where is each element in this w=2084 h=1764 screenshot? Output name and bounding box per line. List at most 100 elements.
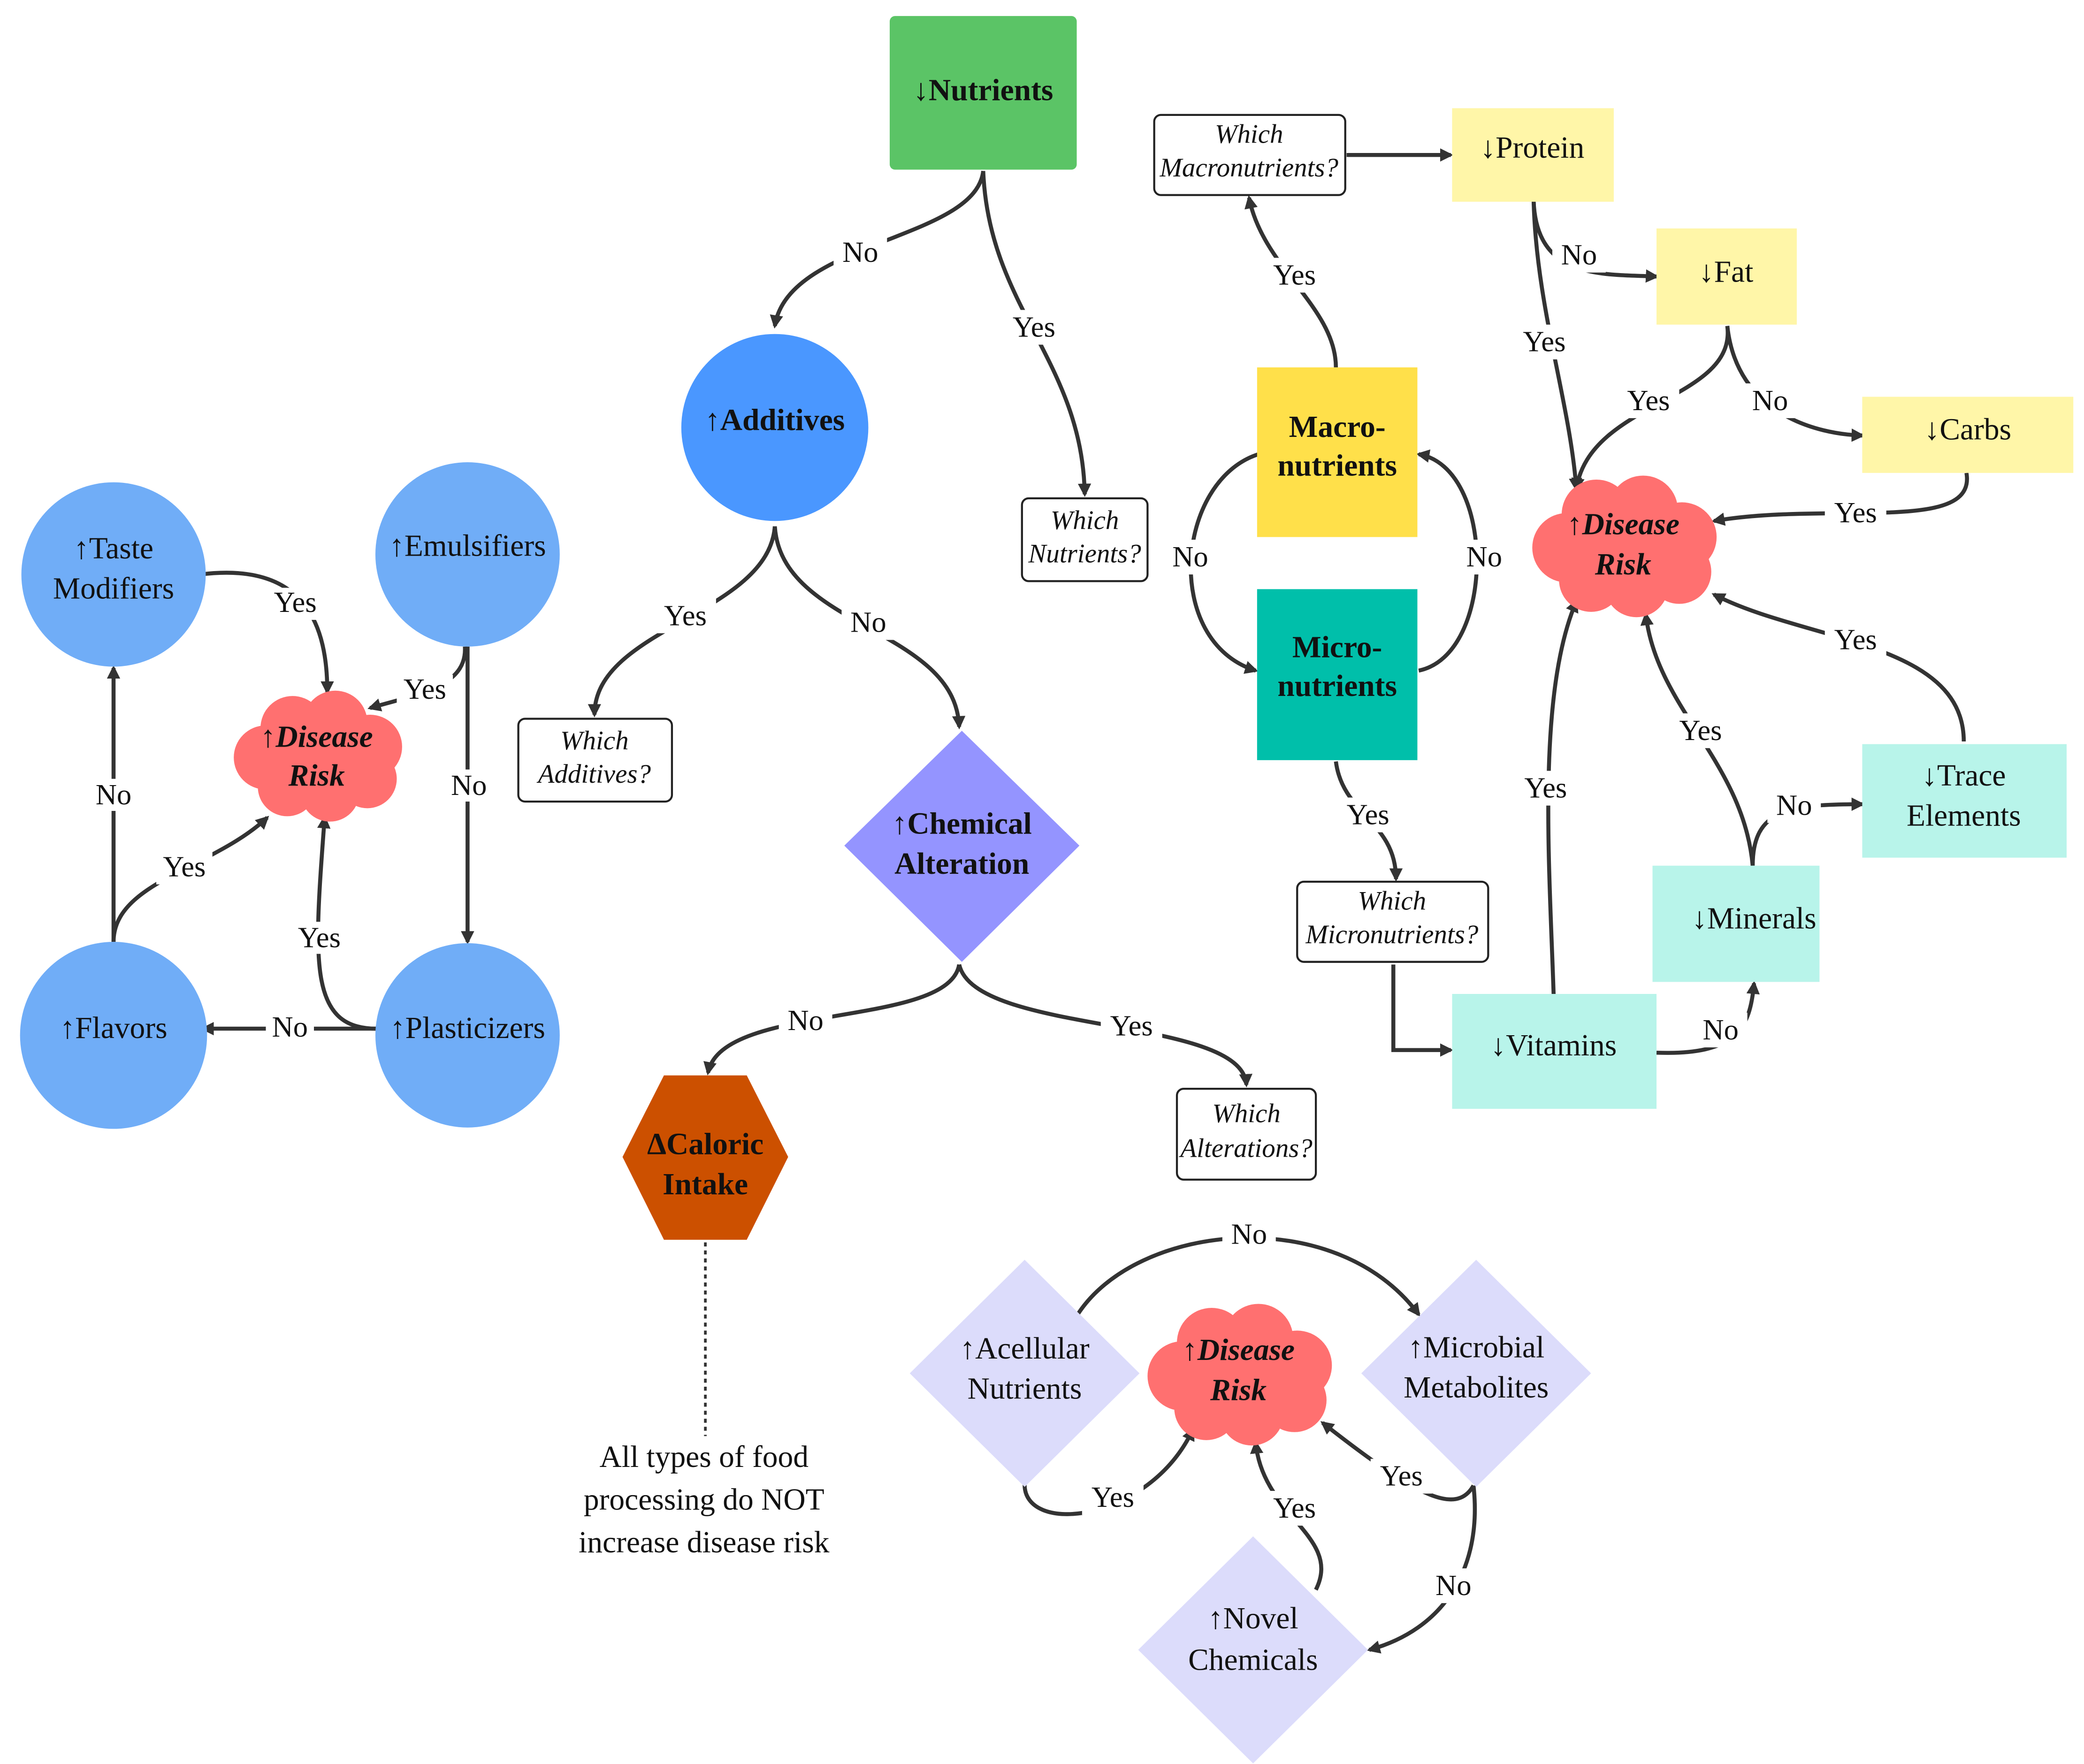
node-plasticizers: ↑Plasticizers — [375, 943, 560, 1128]
edge-label-no: No — [1427, 1568, 1481, 1604]
node-chemical-alteration-line2: Alteration — [894, 847, 1029, 881]
node-chemical-alteration: ↑Chemical Alteration — [844, 731, 1080, 962]
edge-label-no: No — [779, 1003, 832, 1038]
node-acellular-nutrients: ↑Acellular Nutrients — [909, 1260, 1140, 1487]
node-which-alterations-line2: Alterations? — [1178, 1133, 1312, 1163]
node-disease-risk-right-line1: ↑Disease — [1567, 508, 1679, 542]
node-disease-risk-left-line2: Risk — [288, 759, 345, 793]
node-trace-elements: ↓Trace Elements — [1862, 744, 2067, 858]
node-emulsifiers: ↑Emulsifiers — [375, 462, 560, 647]
node-macronutrients-line1: Macro- — [1289, 410, 1386, 444]
edge-carbs-disease-right — [1711, 473, 1969, 526]
edge-label-text: No — [1561, 238, 1597, 271]
edge-label-no: No — [1694, 1012, 1748, 1047]
edge-label-yes: Yes — [291, 921, 348, 954]
node-micronutrients-line1: Micro- — [1292, 631, 1382, 664]
edge-label-text: No — [272, 1010, 308, 1043]
node-disease-risk-left: ↑Disease Risk — [234, 690, 402, 822]
node-disease-risk-left-line1: ↑Disease — [260, 720, 373, 754]
node-macronutrients: Macro- nutrients — [1257, 367, 1418, 537]
node-which-alterations: Which Alterations? — [1176, 1088, 1317, 1181]
node-taste-modifiers-line2: Modifiers — [53, 572, 174, 605]
edge-label-text: No — [1231, 1217, 1267, 1250]
edge-label-text: No — [787, 1004, 824, 1037]
edge-label-no: No — [444, 769, 493, 802]
node-chemical-alteration-line1: ↑Chemical — [892, 807, 1032, 840]
edge-label-yes: Yes — [1513, 324, 1575, 359]
node-protein: ↓Protein — [1452, 108, 1614, 202]
edge-label-yes: Yes — [1004, 310, 1064, 345]
edge-label-yes: Yes — [267, 586, 323, 620]
edge-label-text: Yes — [1092, 1481, 1134, 1513]
note-text: All types of food processing do NOT incr… — [579, 1440, 830, 1559]
edge-label-no: No — [1767, 788, 1821, 823]
node-nutrients: ↓Nutrients — [889, 16, 1077, 170]
edge-label-text: Yes — [1380, 1459, 1423, 1492]
edge-label-no: No — [841, 605, 895, 640]
edge-label-yes: Yes — [156, 850, 213, 885]
node-which-additives-line1: Which — [560, 726, 628, 756]
node-disease-risk-bottom: ↑Disease Risk — [1147, 1304, 1332, 1446]
node-vitamins-label: ↓Vitamins — [1490, 1029, 1617, 1062]
node-minerals-label: ↓Minerals — [1692, 902, 1816, 936]
edge-label-text: No — [96, 778, 132, 811]
edge-label-yes: Yes — [654, 598, 716, 634]
edge-label-text: Yes — [163, 850, 206, 883]
node-which-micronutrients-line2: Micronutrients? — [1305, 920, 1478, 949]
node-taste-modifiers-line1: ↑Taste — [74, 532, 153, 565]
node-trace-elements-line1: ↓Trace — [1922, 759, 2006, 793]
node-fat-label: ↓Fat — [1699, 255, 1753, 289]
node-taste-modifiers: ↑Taste Modifiers — [21, 482, 206, 667]
node-caloric-intake-line1: ΔCaloric — [647, 1128, 763, 1161]
cloud-shape — [1147, 1304, 1332, 1446]
node-protein-label: ↓Protein — [1480, 131, 1584, 165]
edge-label-yes: Yes — [1264, 1491, 1326, 1526]
edge-label-yes: Yes — [1670, 713, 1732, 748]
node-carbs-label: ↓Carbs — [1924, 413, 2011, 447]
node-which-macronutrients: Which Macronutrients? — [1153, 114, 1346, 196]
node-which-additives-line2: Additives? — [536, 759, 651, 789]
node-plasticizers-label: ↑Plasticizers — [390, 1011, 545, 1045]
edge-label-no: No — [1163, 540, 1217, 575]
edge-which-micro-vitamins — [1391, 964, 1454, 1057]
node-disease-risk-right: ↑Disease Risk — [1532, 475, 1717, 618]
node-which-alterations-line1: Which — [1212, 1099, 1280, 1128]
node-acellular-nutrients-line1: ↑Acellular — [960, 1332, 1089, 1366]
edge-label-text: Yes — [1110, 1009, 1153, 1042]
edge-label-text: Yes — [274, 586, 317, 619]
node-microbial-metabolites: ↑Microbial Metabolites — [1361, 1260, 1591, 1487]
node-which-macronutrients-line2: Macronutrients? — [1160, 153, 1339, 183]
node-additives-label: ↑Additives — [705, 404, 845, 437]
edge-label-yes: Yes — [1082, 1480, 1144, 1515]
node-novel-chemicals-line2: Chemicals — [1188, 1643, 1318, 1677]
note-line2: processing do NOT — [584, 1483, 824, 1517]
node-which-nutrients-line1: Which — [1051, 505, 1119, 535]
node-disease-risk-bottom-line1: ↑Disease — [1182, 1333, 1295, 1367]
node-vitamins: ↓Vitamins — [1452, 994, 1657, 1109]
edge-label-text: Yes — [404, 672, 446, 705]
node-emulsifiers-label: ↑Emulsifiers — [389, 529, 546, 563]
node-disease-risk-bottom-line2: Risk — [1210, 1373, 1267, 1407]
edge-label-text: Yes — [1523, 325, 1565, 358]
cloud-shape — [1532, 475, 1717, 618]
node-acellular-nutrients-line2: Nutrients — [968, 1372, 1082, 1406]
edge-label-no: No — [1552, 237, 1606, 273]
node-flavors-label: ↑Flavors — [60, 1011, 167, 1045]
node-macronutrients-line2: nutrients — [1277, 449, 1397, 482]
node-micronutrients-line2: nutrients — [1277, 669, 1397, 703]
node-caloric-intake-line2: Intake — [663, 1168, 748, 1201]
edge-label-yes: Yes — [1618, 383, 1679, 419]
node-trace-elements-line2: Elements — [1907, 799, 2021, 832]
node-flavors: ↑Flavors — [20, 941, 207, 1129]
node-caloric-intake: ΔCaloric Intake — [622, 1075, 788, 1240]
edge-label-text: No — [842, 236, 878, 268]
edge-microbial-novel — [1366, 1485, 1477, 1654]
edge-label-text: Yes — [1834, 623, 1877, 656]
node-nutrients-label: ↓Nutrients — [913, 74, 1053, 107]
edge-label-no: No — [266, 1010, 314, 1044]
node-carbs: ↓Carbs — [1862, 397, 2074, 473]
edge-label-text: Yes — [1834, 496, 1877, 529]
node-novel-chemicals: ↑Novel Chemicals — [1138, 1536, 1368, 1764]
edge-label-no: No — [88, 778, 139, 811]
